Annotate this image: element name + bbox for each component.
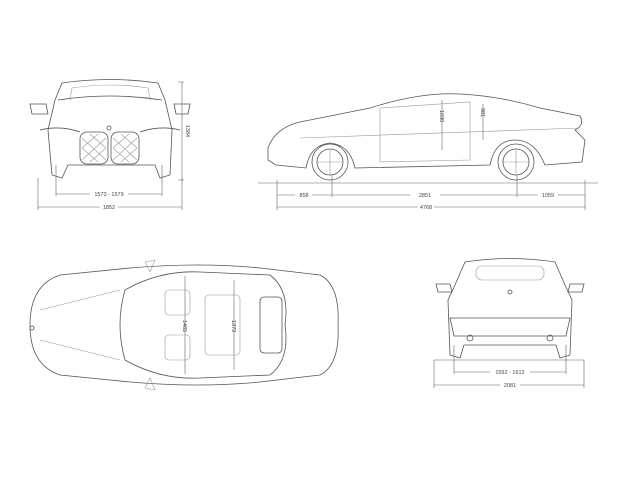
front-view: 1384 1573 - 1579 1852	[29, 79, 191, 211]
bmw-logo-top	[29, 325, 35, 331]
front-track-label: 1573 - 1579	[94, 192, 123, 198]
top-view: 1465 1373	[29, 259, 339, 391]
rear-shoulder-label: 1373	[230, 320, 236, 332]
front-height-label: 1384	[184, 125, 190, 137]
length-label: 4768	[420, 205, 432, 211]
rear-view: 1592 - 1612 2081	[433, 258, 585, 389]
rear-overhang-label: 1059	[542, 193, 554, 199]
front-overhang-label: 858	[299, 193, 308, 199]
wheelbase-label: 2851	[419, 193, 431, 199]
side-view: 1030 981 858 2851 1059 4768	[258, 93, 598, 211]
front-wheel	[311, 143, 349, 181]
front-width-label: 1852	[103, 205, 115, 211]
front-headroom-label: 1030	[438, 110, 444, 122]
kidney-grille	[79, 131, 140, 165]
bmw-logo-front	[106, 125, 112, 131]
rear-wheel	[497, 143, 535, 181]
rear-headroom-label: 981	[479, 108, 485, 117]
bmw-logo-rear	[507, 289, 513, 295]
rear-width-label: 2081	[504, 383, 516, 389]
rear-track-label: 1592 - 1612	[495, 370, 524, 376]
front-shoulder-label: 1465	[181, 320, 187, 332]
